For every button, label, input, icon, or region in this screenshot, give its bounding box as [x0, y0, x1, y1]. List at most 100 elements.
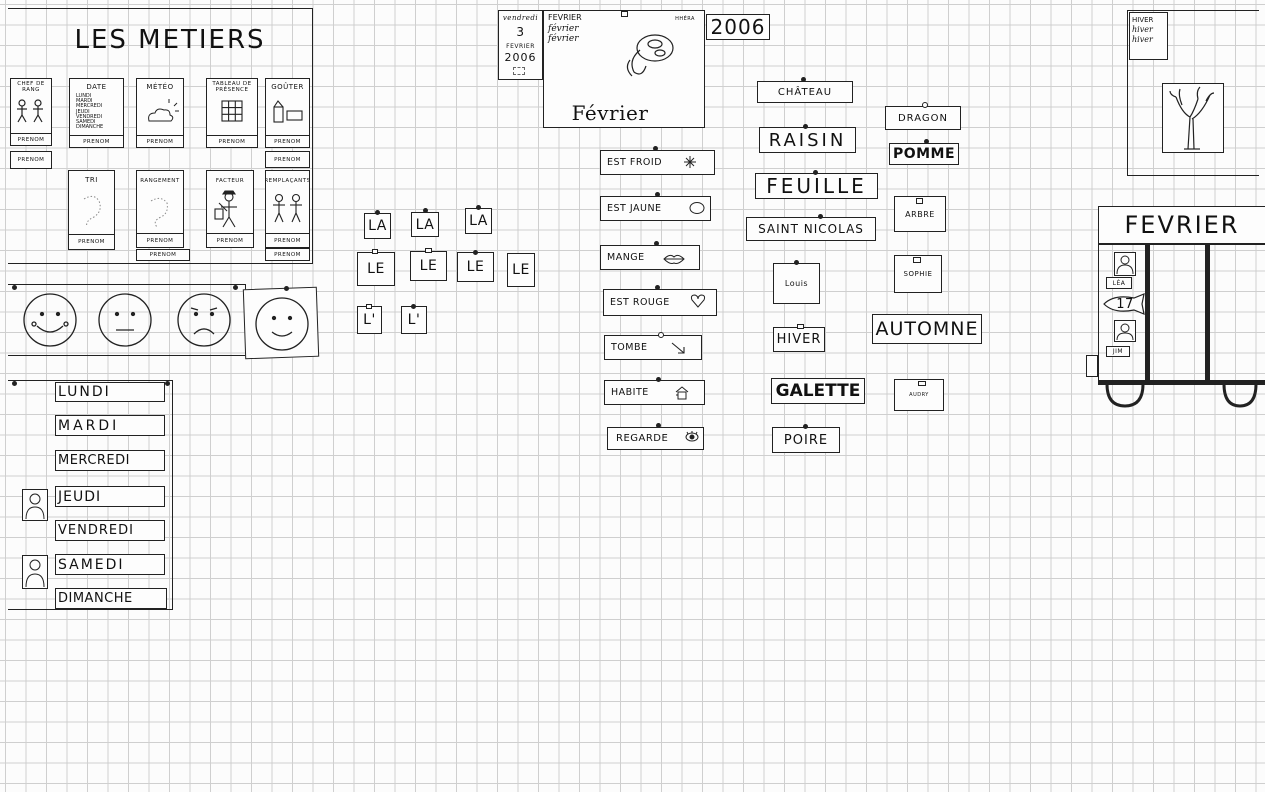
- verb-tombe[interactable]: TOMBE: [604, 335, 702, 360]
- job-label: CHEF DE RANG: [17, 81, 45, 93]
- dotted-outline-icon: [83, 195, 101, 228]
- signature: HHÉRA: [675, 16, 695, 22]
- season-card[interactable]: HIVER hiver hiver: [1129, 12, 1168, 60]
- day-vendredi[interactable]: VENDREDI: [55, 520, 165, 541]
- verb-est-rouge[interactable]: EST ROUGE: [603, 289, 717, 316]
- verb-est-jaune[interactable]: EST JAUNE: [600, 196, 711, 221]
- job-card-remplacants[interactable]: REMPLAÇANTS PRENOM: [265, 170, 310, 248]
- noun-feuille[interactable]: FEUILLE: [755, 173, 878, 199]
- job-card-chef-de-rang[interactable]: CHEF DE RANG PRENOM: [10, 78, 52, 146]
- stick-figure-icon: [273, 193, 302, 223]
- face-icon[interactable]: [252, 294, 312, 354]
- article-l[interactable]: L': [401, 306, 427, 334]
- noun-chateau[interactable]: CHÂTEAU: [757, 81, 853, 103]
- day-mercredi[interactable]: MERCREDI: [55, 450, 165, 471]
- weather-cloud-icon: [148, 99, 179, 122]
- big-year[interactable]: 2006: [706, 14, 770, 40]
- face-icon[interactable]: [20, 290, 80, 350]
- birthday-name[interactable]: JIM: [1106, 346, 1130, 357]
- noun-automne[interactable]: AUTOMNE: [872, 314, 982, 344]
- prenom-tag[interactable]: PRENOM: [136, 249, 190, 261]
- face-icon: [25, 493, 45, 520]
- wheel-icon: [1105, 383, 1145, 408]
- verb-habite[interactable]: HABITE: [604, 380, 705, 405]
- job-label: RANGEMENT: [140, 177, 180, 184]
- noun-galette[interactable]: GALETTE: [771, 378, 865, 404]
- prenom-label: PRENOM: [17, 136, 45, 143]
- verb-mange[interactable]: MANGE: [600, 245, 700, 270]
- prenom-tag[interactable]: PRENOM: [265, 248, 310, 261]
- prenom-label: PRENOM: [216, 237, 244, 244]
- day-samedi[interactable]: SAMEDI: [55, 554, 165, 575]
- noun-poire[interactable]: POIRE: [772, 427, 840, 453]
- dotted-outline-icon: [150, 197, 168, 228]
- eye-icon: [685, 431, 699, 442]
- date-card[interactable]: vendredi 3 FEVRIER 2006: [498, 10, 543, 80]
- job-card-facteur[interactable]: FACTEUR PRENOM: [206, 170, 254, 248]
- job-card-meteo[interactable]: MÉTÉO PRENOM: [136, 78, 184, 148]
- job-card-rangement[interactable]: RANGEMENT PRENOM: [136, 170, 184, 248]
- heart-icon: [690, 294, 706, 308]
- face-icon[interactable]: [95, 290, 155, 350]
- day-dimanche[interactable]: DIMANCHE: [55, 588, 167, 609]
- day-lundi[interactable]: LUNDI: [55, 382, 165, 402]
- day-mardi[interactable]: MARDI: [55, 415, 165, 436]
- verb-est-froid[interactable]: EST FROID: [600, 150, 715, 175]
- prenom-label: PRENOM: [149, 252, 177, 259]
- prenom-tag[interactable]: PRENOM: [10, 151, 52, 169]
- face-icon: [1116, 323, 1134, 341]
- job-label: GOÛTER: [271, 83, 304, 91]
- noun-pomme[interactable]: POMME: [889, 143, 959, 165]
- prenom-tag[interactable]: PRENOM: [265, 151, 310, 168]
- train-buffer: [1086, 355, 1098, 377]
- article-la[interactable]: LA: [465, 208, 492, 234]
- season-panel: [1127, 10, 1259, 176]
- birthday-date: 17: [1116, 296, 1134, 312]
- verb-regarde[interactable]: REGARDE: [607, 427, 704, 450]
- day-jeudi[interactable]: JEUDI: [55, 486, 165, 507]
- prenom-label: PRENOM: [17, 156, 45, 163]
- prenom-label: PRENOM: [83, 138, 110, 145]
- article-le[interactable]: LE: [507, 253, 535, 287]
- face-icon: [25, 559, 45, 588]
- article-le[interactable]: LE: [357, 252, 395, 286]
- noun-raisin[interactable]: RAISIN: [759, 127, 856, 153]
- mailman-icon: [214, 190, 237, 228]
- job-card-tri[interactable]: TRI PRENOM: [68, 170, 115, 250]
- job-label: MÉTÉO: [146, 83, 174, 91]
- face-icon[interactable]: [174, 290, 234, 350]
- date-weekday: vendredi: [502, 14, 539, 22]
- job-card-tableau-presence[interactable]: TABLEAU DE PRÉSENCE PRENOM: [206, 78, 258, 148]
- handwritten-month: Février: [571, 101, 649, 125]
- job-label: TABLEAU DE PRÉSENCE: [212, 81, 252, 93]
- article-l[interactable]: L': [357, 306, 382, 334]
- article-le[interactable]: LE: [457, 252, 494, 282]
- avatar[interactable]: [1114, 320, 1136, 342]
- stick-figure-icon: [17, 99, 43, 123]
- article-la[interactable]: LA: [364, 213, 391, 239]
- month-lines: FEVRIER février février: [548, 13, 582, 44]
- house-icon: [675, 386, 689, 400]
- noun-dragon[interactable]: DRAGON: [885, 106, 961, 130]
- days-panel: [8, 380, 173, 610]
- metiers-title: LES METIERS: [74, 25, 266, 55]
- noun-saint-nicolas[interactable]: SAINT NICOLAS: [746, 217, 876, 241]
- face-icon: [1116, 255, 1134, 275]
- job-label: REMPLAÇANTS: [266, 177, 309, 184]
- noun-louis[interactable]: Louis: [773, 263, 820, 304]
- article-le[interactable]: LE: [410, 251, 447, 281]
- prenom-label: PRENOM: [218, 138, 246, 145]
- snack-icon: [273, 100, 303, 123]
- grid-icon: [221, 100, 243, 122]
- fish-icon: [1103, 293, 1145, 315]
- month-card[interactable]: [543, 10, 705, 128]
- noun-hiver[interactable]: HIVER: [773, 327, 825, 352]
- birthday-name[interactable]: LÉA: [1106, 277, 1132, 289]
- train-title[interactable]: FEVRIER: [1098, 206, 1265, 244]
- job-label: FACTEUR: [215, 177, 245, 184]
- snowflake-icon: [684, 156, 696, 168]
- job-card-gouter[interactable]: GOÛTER PRENOM: [265, 78, 310, 148]
- article-la[interactable]: LA: [411, 212, 439, 237]
